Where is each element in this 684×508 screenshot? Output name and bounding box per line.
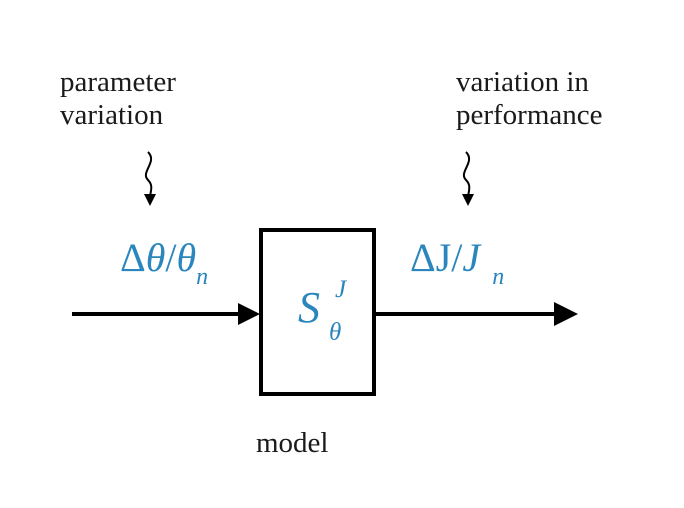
input-arrowhead: [238, 303, 260, 325]
output-annotation-line2: performance: [456, 99, 603, 131]
output-arrowhead: [554, 302, 578, 326]
symbol-superscript-j: J: [335, 276, 347, 303]
input-delta: Δ: [120, 235, 146, 280]
input-annotation-line1: parameter: [60, 66, 176, 98]
output-annotation-line1: variation in: [456, 66, 589, 98]
symbol-subscript-theta: θ: [329, 319, 342, 346]
symbol-base-s: S: [298, 283, 320, 332]
output-j: J: [462, 235, 481, 280]
output-pointer-arrowhead: [462, 194, 474, 206]
input-theta-n: θ: [176, 235, 197, 280]
input-pointer-arrow: [145, 151, 153, 199]
output-delta-j: ΔJ: [410, 235, 452, 280]
input-theta: θ: [145, 235, 166, 280]
input-slash: /: [165, 235, 177, 280]
block-label: model: [256, 427, 329, 459]
output-subscript-n: n: [492, 264, 505, 290]
input-signal-label: Δθ/θn: [120, 235, 208, 291]
sensitivity-symbol: S J θ: [298, 276, 368, 356]
input-pointer-arrowhead: [144, 194, 156, 206]
output-pointer-arrow: [463, 151, 471, 199]
output-slash: /: [451, 235, 463, 280]
input-subscript-n: n: [196, 264, 209, 290]
input-annotation-line2: variation: [60, 99, 164, 131]
